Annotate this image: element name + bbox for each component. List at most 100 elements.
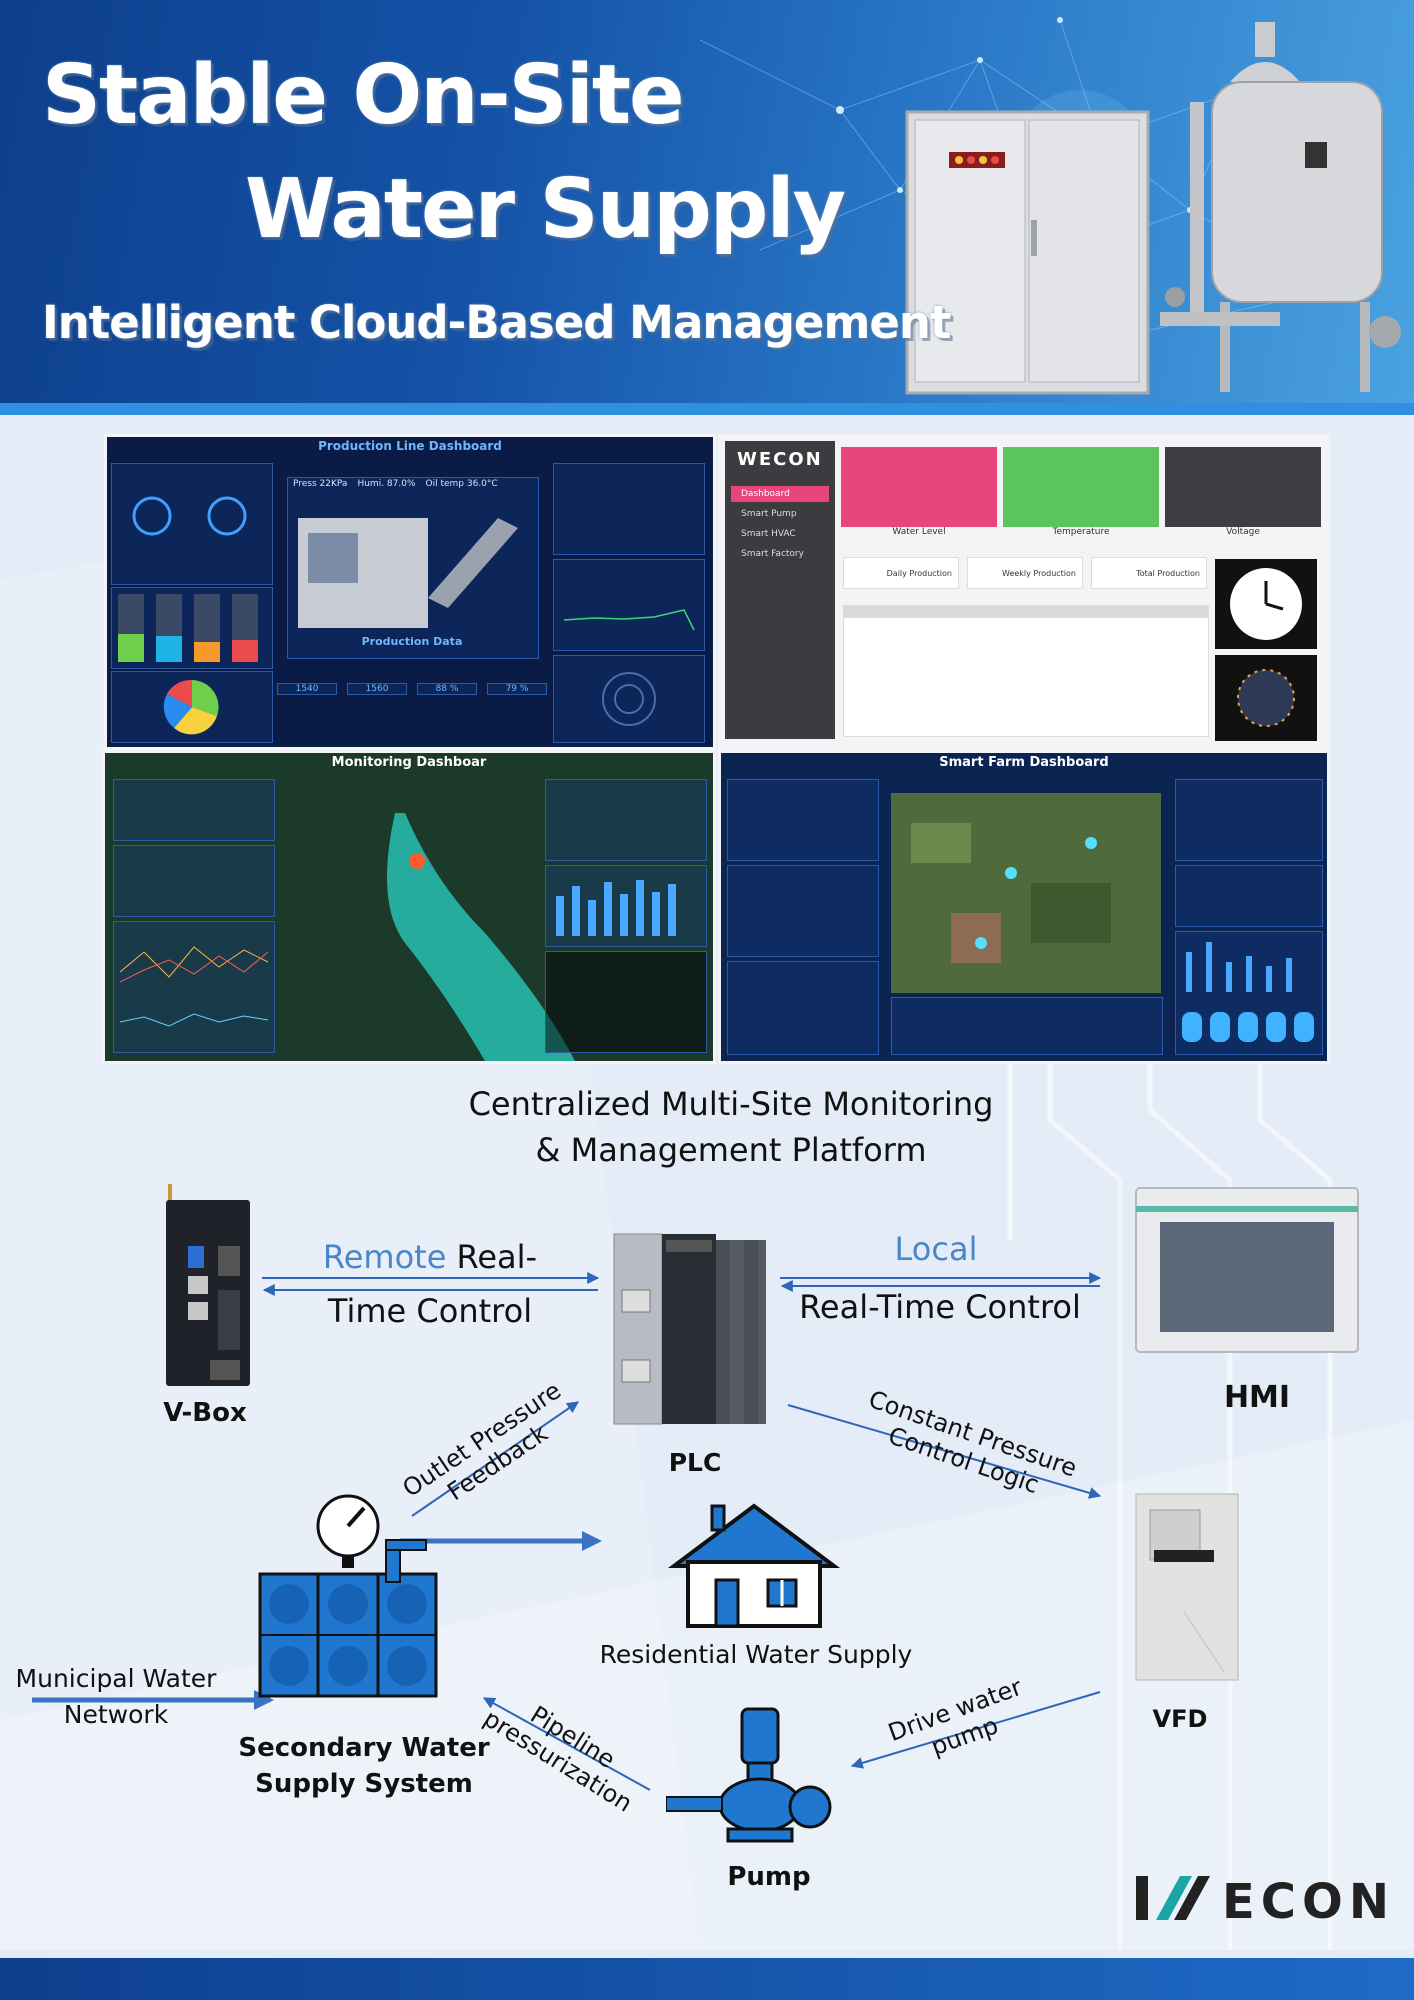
farm-title: Smart Farm Dashboard: [939, 755, 1109, 770]
menu-item-smart-factory[interactable]: Smart Factory: [741, 549, 804, 559]
farm-map-texture: [911, 823, 1111, 963]
pressure-tank-image: [1160, 22, 1401, 392]
production-values: 1540 1560 88 % 79 %: [277, 683, 547, 695]
water-level-label: Water Level: [892, 527, 946, 537]
monitoring-site-panel: [113, 779, 275, 841]
remote-word: Remote: [322, 1238, 447, 1276]
footer-bar: [0, 1958, 1414, 2000]
vbox-device-image: [166, 1184, 250, 1386]
voltage-tile: [1165, 447, 1321, 527]
schedule-bars: [118, 594, 258, 662]
menu-item-dashboard[interactable]: Dashboard: [731, 486, 829, 502]
value-box: 88 %: [417, 683, 477, 695]
header-divider: [0, 403, 1414, 415]
plc-to-vfd-arrow: [787, 1404, 1102, 1499]
temperature-line: [563, 609, 695, 631]
monitoring-title: Monitoring Dashboar: [331, 755, 487, 770]
water-level-tile: [841, 447, 997, 527]
environmental-data-panel: [545, 779, 707, 861]
device-overview-panel: [553, 463, 705, 555]
farm-environment-panel: [1175, 779, 1323, 861]
remote-control-label-2: Time Control: [327, 1292, 533, 1330]
residential-label: Residential Water Supply: [599, 1640, 913, 1669]
pump-to-tank-arrow: [482, 1697, 651, 1791]
plc-device-image: [613, 1233, 766, 1425]
flow-bars: [556, 880, 676, 936]
gauge-rings: [132, 496, 247, 536]
stat-humidity: Humi. 87.0%: [357, 479, 416, 489]
production-line-dashboard: Production Line Dashboard Press 22KPa: [104, 434, 716, 750]
menu-item-smart-pump[interactable]: Smart Pump: [741, 509, 797, 519]
dashboard-title: Production Line Dashboard: [318, 439, 502, 453]
rainfall-and-tanks: [1182, 942, 1314, 1042]
local-control-label-2: Real-Time Control: [799, 1288, 1081, 1326]
wecon-brand: WECON: [737, 449, 823, 470]
temp-display-panel: [553, 559, 705, 651]
vfd-device-image: [1135, 1493, 1239, 1681]
smart-farm-dashboard: Smart Farm Dashboard: [718, 750, 1330, 1064]
clock-widget: [1215, 559, 1317, 649]
vfd-to-pump-arrow: [850, 1691, 1101, 1769]
remote-rest: Real-: [446, 1238, 538, 1276]
temperature-tile: [1003, 447, 1159, 527]
rainfall-panel: [1175, 931, 1323, 1055]
remote-control-label-1: Remote Real-: [310, 1238, 550, 1276]
flow-statistics-panel: [545, 865, 707, 947]
consumption-panel: [113, 921, 275, 1053]
wecon-dashboard: WECON Dashboard Smart Pump Smart HVAC Sm…: [718, 434, 1330, 750]
platform-caption-line-1: Centralized Multi-Site Monitoring: [468, 1085, 994, 1123]
consumption-lines: [119, 946, 269, 1027]
machine-view-panel: [287, 477, 539, 659]
capacity-rings: [602, 672, 656, 726]
temperature-label: Temperature: [1052, 527, 1110, 537]
irrigation-panel: [727, 865, 879, 957]
wecon-sidebar: WECON Dashboard Smart Pump Smart HVAC Sm…: [725, 441, 835, 739]
local-word: Local: [894, 1230, 978, 1268]
production-data-label: Production Data: [361, 635, 463, 648]
capacity-display-panel: [553, 655, 705, 743]
plc-label: PLC: [668, 1448, 722, 1477]
vbox-label: V-Box: [163, 1398, 247, 1428]
secondary-supply-label-1: Secondary Water: [238, 1733, 490, 1763]
alarm-list-panel: [545, 951, 707, 1053]
feedback-arrow: [411, 1401, 579, 1517]
clock-icon: [1230, 568, 1302, 640]
title-line-2: Water Supply: [245, 162, 846, 257]
value-box: 1540: [277, 683, 337, 695]
header-banner: Stable On-Site Water Supply Intelligent …: [0, 0, 1414, 410]
municipal-label-1: Municipal Water: [15, 1664, 217, 1693]
svg-text:ECON: ECON: [1222, 1874, 1395, 1928]
water-tank-icon: [258, 1494, 438, 1698]
farm-level-panel: [727, 779, 879, 861]
ticket-panel: [727, 961, 879, 1055]
monitoring-dashboard: Monitoring Dashboar: [102, 750, 716, 1064]
wecon-logo: ECON: [1130, 1868, 1400, 1930]
stat-oil-temp: Oil temp 36.0°C: [425, 479, 498, 489]
pump-label: Pump: [727, 1862, 811, 1892]
production-schedule-panel: [111, 587, 273, 669]
farm-satellite-map: [891, 793, 1161, 993]
daily-production-button[interactable]: Daily Production: [843, 557, 959, 589]
total-production-button[interactable]: Total Production: [1091, 557, 1207, 589]
control-cabinet-image: [905, 110, 1150, 395]
machine-stats: Press 22KPa Humi. 87.0% Oil temp 36.0°C: [293, 479, 533, 489]
platform-caption-line-2: & Management Platform: [535, 1131, 927, 1169]
hmi-device-image: [1135, 1187, 1359, 1353]
title-line-1: Stable On-Site: [42, 48, 685, 143]
weekly-production-button[interactable]: Weekly Production: [967, 557, 1083, 589]
machine-illustration: [298, 518, 518, 628]
humidity-panel: [1175, 865, 1323, 927]
globe-icon: [1237, 669, 1295, 727]
pump-icon: [666, 1707, 832, 1843]
house-icon: [668, 1503, 840, 1628]
data-table: [843, 605, 1209, 737]
water-quality-panel: [113, 845, 275, 917]
value-box: 1560: [347, 683, 407, 695]
fault-pie-chart: [163, 679, 219, 735]
wecon-logo-mark: ECON: [1136, 1874, 1395, 1930]
value-box: 79 %: [487, 683, 547, 695]
menu-item-smart-hvac[interactable]: Smart HVAC: [741, 529, 796, 539]
secondary-supply-label-2: Supply System: [255, 1769, 473, 1799]
globe-widget: [1215, 655, 1317, 741]
